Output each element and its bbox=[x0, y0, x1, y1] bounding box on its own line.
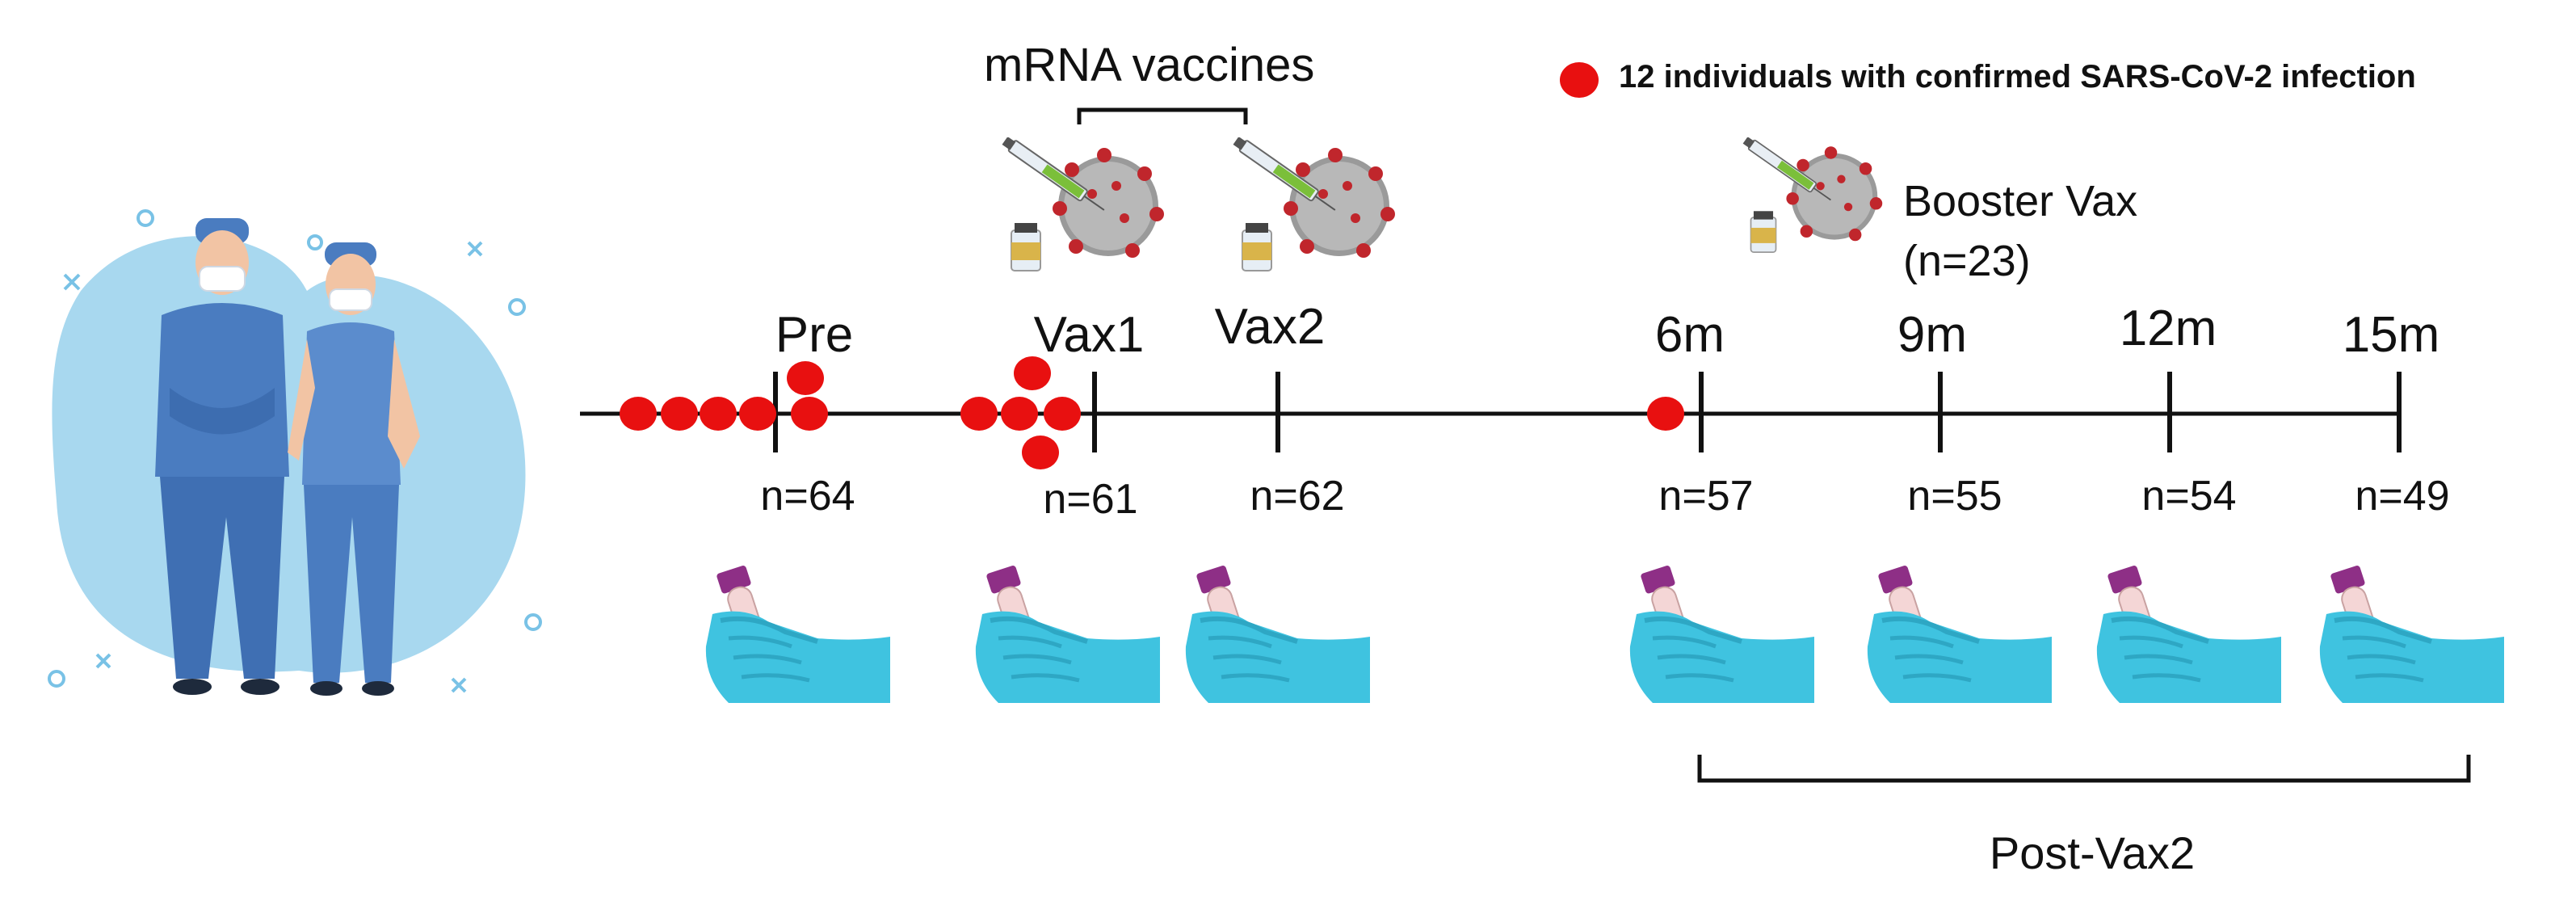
gloved-hand-blood-tube-icon bbox=[1185, 566, 1370, 703]
infection-marker bbox=[1014, 356, 1051, 390]
sample-size-pre: n=64 bbox=[760, 473, 855, 520]
male-worker bbox=[155, 218, 289, 695]
infection-marker bbox=[1044, 397, 1081, 431]
timepoint-label-vax1: Vax1 bbox=[1033, 307, 1145, 363]
sample-size-9m: n=55 bbox=[1907, 473, 2002, 520]
post-vax2-bracket bbox=[1697, 755, 2471, 783]
timepoint-label-9m: 9m bbox=[1897, 307, 1968, 363]
legend-marker bbox=[1560, 62, 1599, 98]
timepoint-label-15m: 15m bbox=[2342, 307, 2440, 363]
infection-marker bbox=[1001, 397, 1038, 431]
infection-marker bbox=[700, 397, 737, 431]
infection-marker bbox=[1022, 436, 1059, 469]
timepoint-label-12m: 12m bbox=[2119, 301, 2217, 356]
timepoint-label-pre: Pre bbox=[775, 307, 854, 363]
timepoint-label-6m: 6m bbox=[1654, 307, 1725, 363]
infection-marker bbox=[787, 361, 824, 395]
infection-marker bbox=[791, 397, 828, 431]
syringe-vial-virus-icon bbox=[1742, 137, 1883, 253]
gloved-hand-blood-tube-icon bbox=[2096, 566, 2281, 703]
post-vax2-label: Post-Vax2 bbox=[1989, 827, 2196, 878]
booster-label: Booster Vax bbox=[1903, 177, 2138, 225]
gloved-hand-blood-tube-icon bbox=[2319, 566, 2504, 703]
vaccine-group-label: mRNA vaccines bbox=[984, 39, 1315, 91]
vaccine-bracket bbox=[1077, 107, 1248, 124]
sparkle-decorations bbox=[48, 209, 542, 693]
healthcare-workers-illustration bbox=[48, 209, 542, 696]
infection-marker bbox=[1647, 397, 1684, 431]
gloved-hand-blood-tube-icon bbox=[1629, 566, 1814, 703]
sample-size-6m: n=57 bbox=[1658, 473, 1754, 520]
syringe-vial-virus-icon bbox=[1233, 137, 1395, 271]
infection-marker bbox=[661, 397, 698, 431]
infection-markers bbox=[620, 356, 1684, 469]
legend-text: 12 individuals with confirmed SARS-CoV-2… bbox=[1619, 59, 2416, 95]
timepoint-label-vax2: Vax2 bbox=[1214, 299, 1326, 355]
female-worker bbox=[288, 242, 420, 696]
sample-size-vax1: n=61 bbox=[1043, 476, 1138, 523]
sample-size-15m: n=49 bbox=[2355, 473, 2450, 520]
sample-size-12m: n=54 bbox=[2141, 473, 2237, 520]
syringe-vial-virus-icon bbox=[1002, 137, 1164, 271]
infection-marker bbox=[960, 397, 998, 431]
gloved-hand-blood-tube-icon bbox=[705, 566, 890, 703]
infection-marker bbox=[739, 397, 776, 431]
sample-size-vax2: n=62 bbox=[1250, 473, 1345, 520]
booster-count: (n=23) bbox=[1903, 237, 2031, 285]
gloved-hand-blood-tube-icon bbox=[1867, 566, 2052, 703]
infection-marker bbox=[620, 397, 657, 431]
gloved-hand-blood-tube-icon bbox=[975, 566, 1160, 703]
